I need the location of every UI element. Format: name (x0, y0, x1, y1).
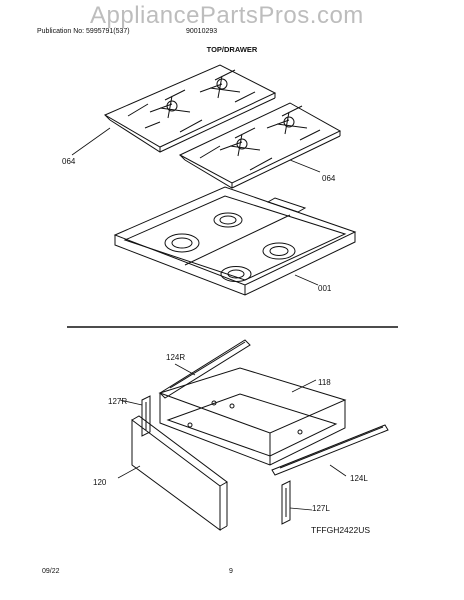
diagram-code: 90010293 (186, 28, 218, 35)
part-label-127l: 127L (312, 504, 330, 513)
part-label-001: 001 (318, 284, 332, 293)
bracket-127r-drawing (141, 395, 151, 437)
part-label-064-right: 064 (322, 174, 336, 183)
part-label-118: 118 (318, 378, 331, 387)
section-title: TOP/DRAWER (206, 45, 258, 54)
footer-page-number: 9 (229, 568, 233, 575)
part-label-064-left: 064 (62, 157, 76, 166)
part-label-124l: 124L (350, 474, 368, 483)
cooktop-drawing (113, 186, 357, 296)
watermark: AppliancePartsPros.com (90, 2, 364, 29)
drawer-body-drawing (158, 367, 347, 466)
bracket-127l-drawing (281, 480, 291, 525)
part-label-124r: 124R (166, 353, 186, 362)
right-grate-drawing (178, 102, 342, 189)
drawer-front-drawing (131, 415, 228, 531)
footer-date: 09/22 (42, 568, 60, 575)
publication-number: Publication No: 5995791(537) (37, 28, 130, 35)
left-grate-drawing (103, 64, 277, 153)
rail-124r-drawing (159, 339, 251, 399)
part-label-120: 120 (93, 478, 107, 487)
rail-124l-drawing (271, 424, 389, 476)
leader-lines (71, 127, 347, 511)
model-number: TFFGH2422US (311, 525, 371, 535)
part-label-127r: 127R (108, 397, 128, 406)
